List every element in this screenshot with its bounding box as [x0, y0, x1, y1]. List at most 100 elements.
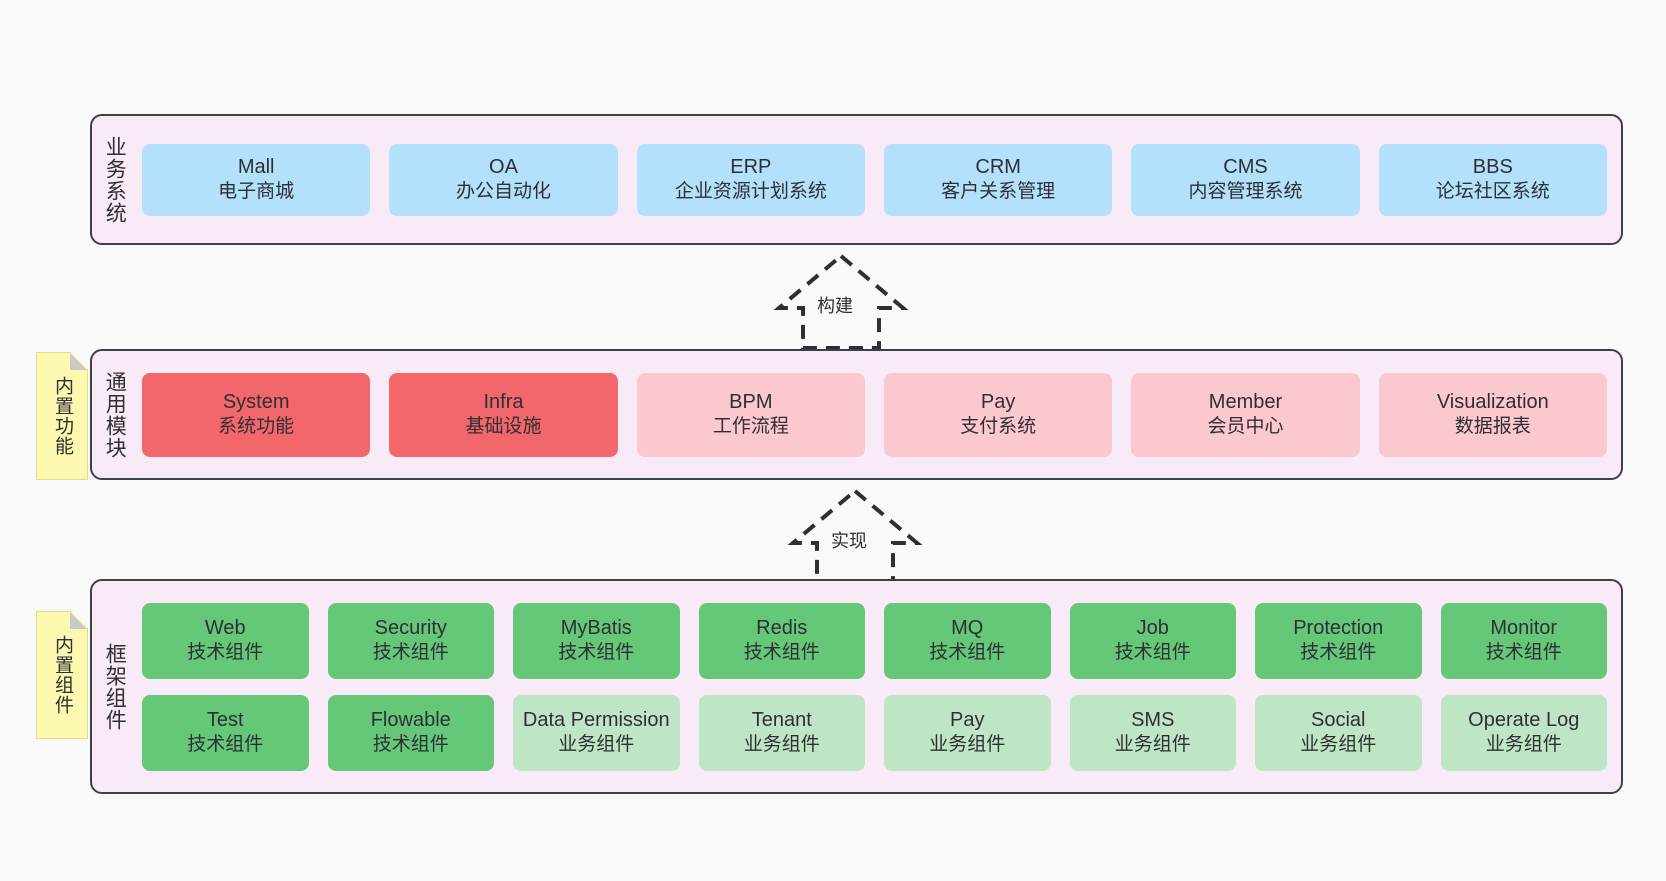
component-mq-name: MQ — [951, 616, 984, 639]
module-system[interactable]: System 系统功能 — [142, 372, 371, 457]
component-job[interactable]: Job 技术组件 — [1069, 602, 1236, 679]
module-bpm-desc: 工作流程 — [712, 416, 789, 438]
component-monitor-name: Monitor — [1490, 616, 1558, 639]
layer-framework-components-row-tech: Web 技术组件 Security 技术组件 MyBatis 技术组件 Redi… — [142, 602, 1607, 679]
module-cms-name: CMS — [1223, 155, 1268, 178]
component-pay-desc: 业务组件 — [929, 734, 1006, 756]
component-test[interactable]: Test 技术组件 — [142, 694, 309, 771]
module-member[interactable]: Member 会员中心 — [1131, 372, 1360, 457]
module-erp[interactable]: ERP 企业资源计划系统 — [636, 143, 865, 216]
component-security[interactable]: Security 技术组件 — [327, 602, 494, 679]
layer-framework-components: 框架组件 Web 技术组件 Security 技术组件 MyBatis 技术组件… — [90, 579, 1623, 794]
module-cms-desc: 内容管理系统 — [1188, 181, 1303, 203]
component-web-name: Web — [204, 616, 246, 639]
component-monitor-desc: 技术组件 — [1485, 642, 1562, 664]
component-data-permission-name: Data Permission — [522, 708, 670, 731]
layer-common-modules: 通用模块 System 系统功能 Infra 基础设施 BPM 工作流程 Pay… — [90, 349, 1623, 480]
component-social[interactable]: Social 业务组件 — [1255, 694, 1422, 771]
module-member-name: Member — [1208, 390, 1283, 413]
component-flowable[interactable]: Flowable 技术组件 — [327, 694, 494, 771]
note-builtin-components: 内置组件 — [36, 611, 88, 739]
component-mybatis[interactable]: MyBatis 技术组件 — [513, 602, 680, 679]
component-web[interactable]: Web 技术组件 — [142, 602, 309, 679]
layer-framework-components-body: Web 技术组件 Security 技术组件 MyBatis 技术组件 Redi… — [136, 581, 1621, 792]
component-pay-name: Pay — [950, 708, 985, 731]
component-monitor[interactable]: Monitor 技术组件 — [1440, 602, 1607, 679]
component-job-desc: 技术组件 — [1114, 642, 1191, 664]
component-test-name: Test — [206, 708, 244, 731]
component-social-desc: 业务组件 — [1300, 734, 1377, 756]
layer-business-systems-body: Mall 电子商城 OA 办公自动化 ERP 企业资源计划系统 CRM 客户关系… — [136, 116, 1621, 243]
module-oa[interactable]: OA 办公自动化 — [389, 143, 618, 216]
component-redis[interactable]: Redis 技术组件 — [698, 602, 865, 679]
component-sms[interactable]: SMS 业务组件 — [1069, 694, 1236, 771]
component-protection-name: Protection — [1293, 616, 1384, 639]
module-infra-desc: 基础设施 — [465, 416, 542, 438]
component-sms-name: SMS — [1131, 708, 1175, 731]
module-pay-desc: 支付系统 — [960, 416, 1037, 438]
module-visualization-name: Visualization — [1436, 390, 1549, 413]
component-mq[interactable]: MQ 技术组件 — [884, 602, 1051, 679]
note-builtin-functions-label: 内置功能 — [52, 376, 74, 456]
connector-build-arrow-icon — [773, 253, 909, 350]
component-mq-desc: 技术组件 — [929, 642, 1006, 664]
module-crm[interactable]: CRM 客户关系管理 — [883, 143, 1113, 216]
module-erp-desc: 企业资源计划系统 — [674, 181, 827, 203]
connector-realize-arrow-icon — [787, 488, 923, 585]
module-member-desc: 会员中心 — [1207, 416, 1284, 438]
module-visualization-desc: 数据报表 — [1454, 416, 1531, 438]
module-pay[interactable]: Pay 支付系统 — [883, 372, 1113, 457]
component-operate-log[interactable]: Operate Log 业务组件 — [1440, 694, 1607, 771]
module-oa-name: OA — [489, 155, 518, 178]
module-crm-desc: 客户关系管理 — [941, 181, 1056, 203]
layer-business-systems-row: Mall 电子商城 OA 办公自动化 ERP 企业资源计划系统 CRM 客户关系… — [142, 143, 1607, 216]
module-mall[interactable]: Mall 电子商城 — [142, 143, 371, 216]
connector-build: 构建 — [761, 252, 921, 350]
component-test-desc: 技术组件 — [187, 734, 264, 756]
layer-framework-components-title: 框架组件 — [103, 642, 127, 731]
connector-realize: 实现 — [775, 487, 935, 585]
component-tenant-name: Tenant — [751, 708, 812, 731]
component-flowable-name: Flowable — [370, 708, 451, 731]
component-flowable-desc: 技术组件 — [372, 734, 449, 756]
module-oa-desc: 办公自动化 — [455, 181, 551, 203]
module-crm-name: CRM — [975, 155, 1021, 178]
component-sms-desc: 业务组件 — [1114, 734, 1191, 756]
connector-realize-label: 实现 — [831, 531, 867, 551]
note-fold-corner-icon — [70, 612, 87, 629]
component-operate-log-name: Operate Log — [1468, 708, 1580, 731]
component-mybatis-desc: 技术组件 — [558, 642, 635, 664]
layer-framework-components-row-business: Test 技术组件 Flowable 技术组件 Data Permission … — [142, 694, 1607, 771]
module-visualization[interactable]: Visualization 数据报表 — [1378, 372, 1607, 457]
module-system-name: System — [222, 390, 290, 413]
module-bbs[interactable]: BBS 论坛社区系统 — [1378, 143, 1607, 216]
component-mybatis-name: MyBatis — [560, 616, 632, 639]
module-mall-name: Mall — [237, 155, 275, 178]
component-protection[interactable]: Protection 技术组件 — [1255, 602, 1422, 679]
component-data-permission[interactable]: Data Permission 业务组件 — [513, 694, 680, 771]
module-bpm-name: BPM — [729, 390, 773, 413]
component-redis-name: Redis — [756, 616, 808, 639]
layer-common-modules-row: System 系统功能 Infra 基础设施 BPM 工作流程 Pay 支付系统… — [142, 372, 1607, 457]
module-infra[interactable]: Infra 基础设施 — [389, 372, 618, 457]
note-builtin-components-label: 内置组件 — [52, 635, 74, 715]
component-pay[interactable]: Pay 业务组件 — [884, 694, 1051, 771]
module-pay-name: Pay — [980, 390, 1016, 413]
component-security-desc: 技术组件 — [372, 642, 449, 664]
component-job-name: Job — [1136, 616, 1169, 639]
component-social-name: Social — [1311, 708, 1366, 731]
module-bpm[interactable]: BPM 工作流程 — [636, 372, 865, 457]
component-tenant-desc: 业务组件 — [743, 734, 820, 756]
layer-common-modules-title: 通用模块 — [103, 370, 127, 459]
layer-business-systems-title: 业务系统 — [103, 135, 127, 224]
component-tenant[interactable]: Tenant 业务组件 — [698, 694, 865, 771]
layer-business-systems: 业务系统 Mall 电子商城 OA 办公自动化 ERP 企业资源计划系统 CRM… — [90, 114, 1623, 245]
component-operate-log-desc: 业务组件 — [1485, 734, 1562, 756]
module-bbs-desc: 论坛社区系统 — [1435, 181, 1550, 203]
module-erp-name: ERP — [730, 155, 772, 178]
component-security-name: Security — [374, 616, 447, 639]
module-cms[interactable]: CMS 内容管理系统 — [1131, 143, 1360, 216]
module-mall-desc: 电子商城 — [218, 181, 295, 203]
module-bbs-name: BBS — [1472, 155, 1513, 178]
note-builtin-functions: 内置功能 — [36, 352, 88, 480]
